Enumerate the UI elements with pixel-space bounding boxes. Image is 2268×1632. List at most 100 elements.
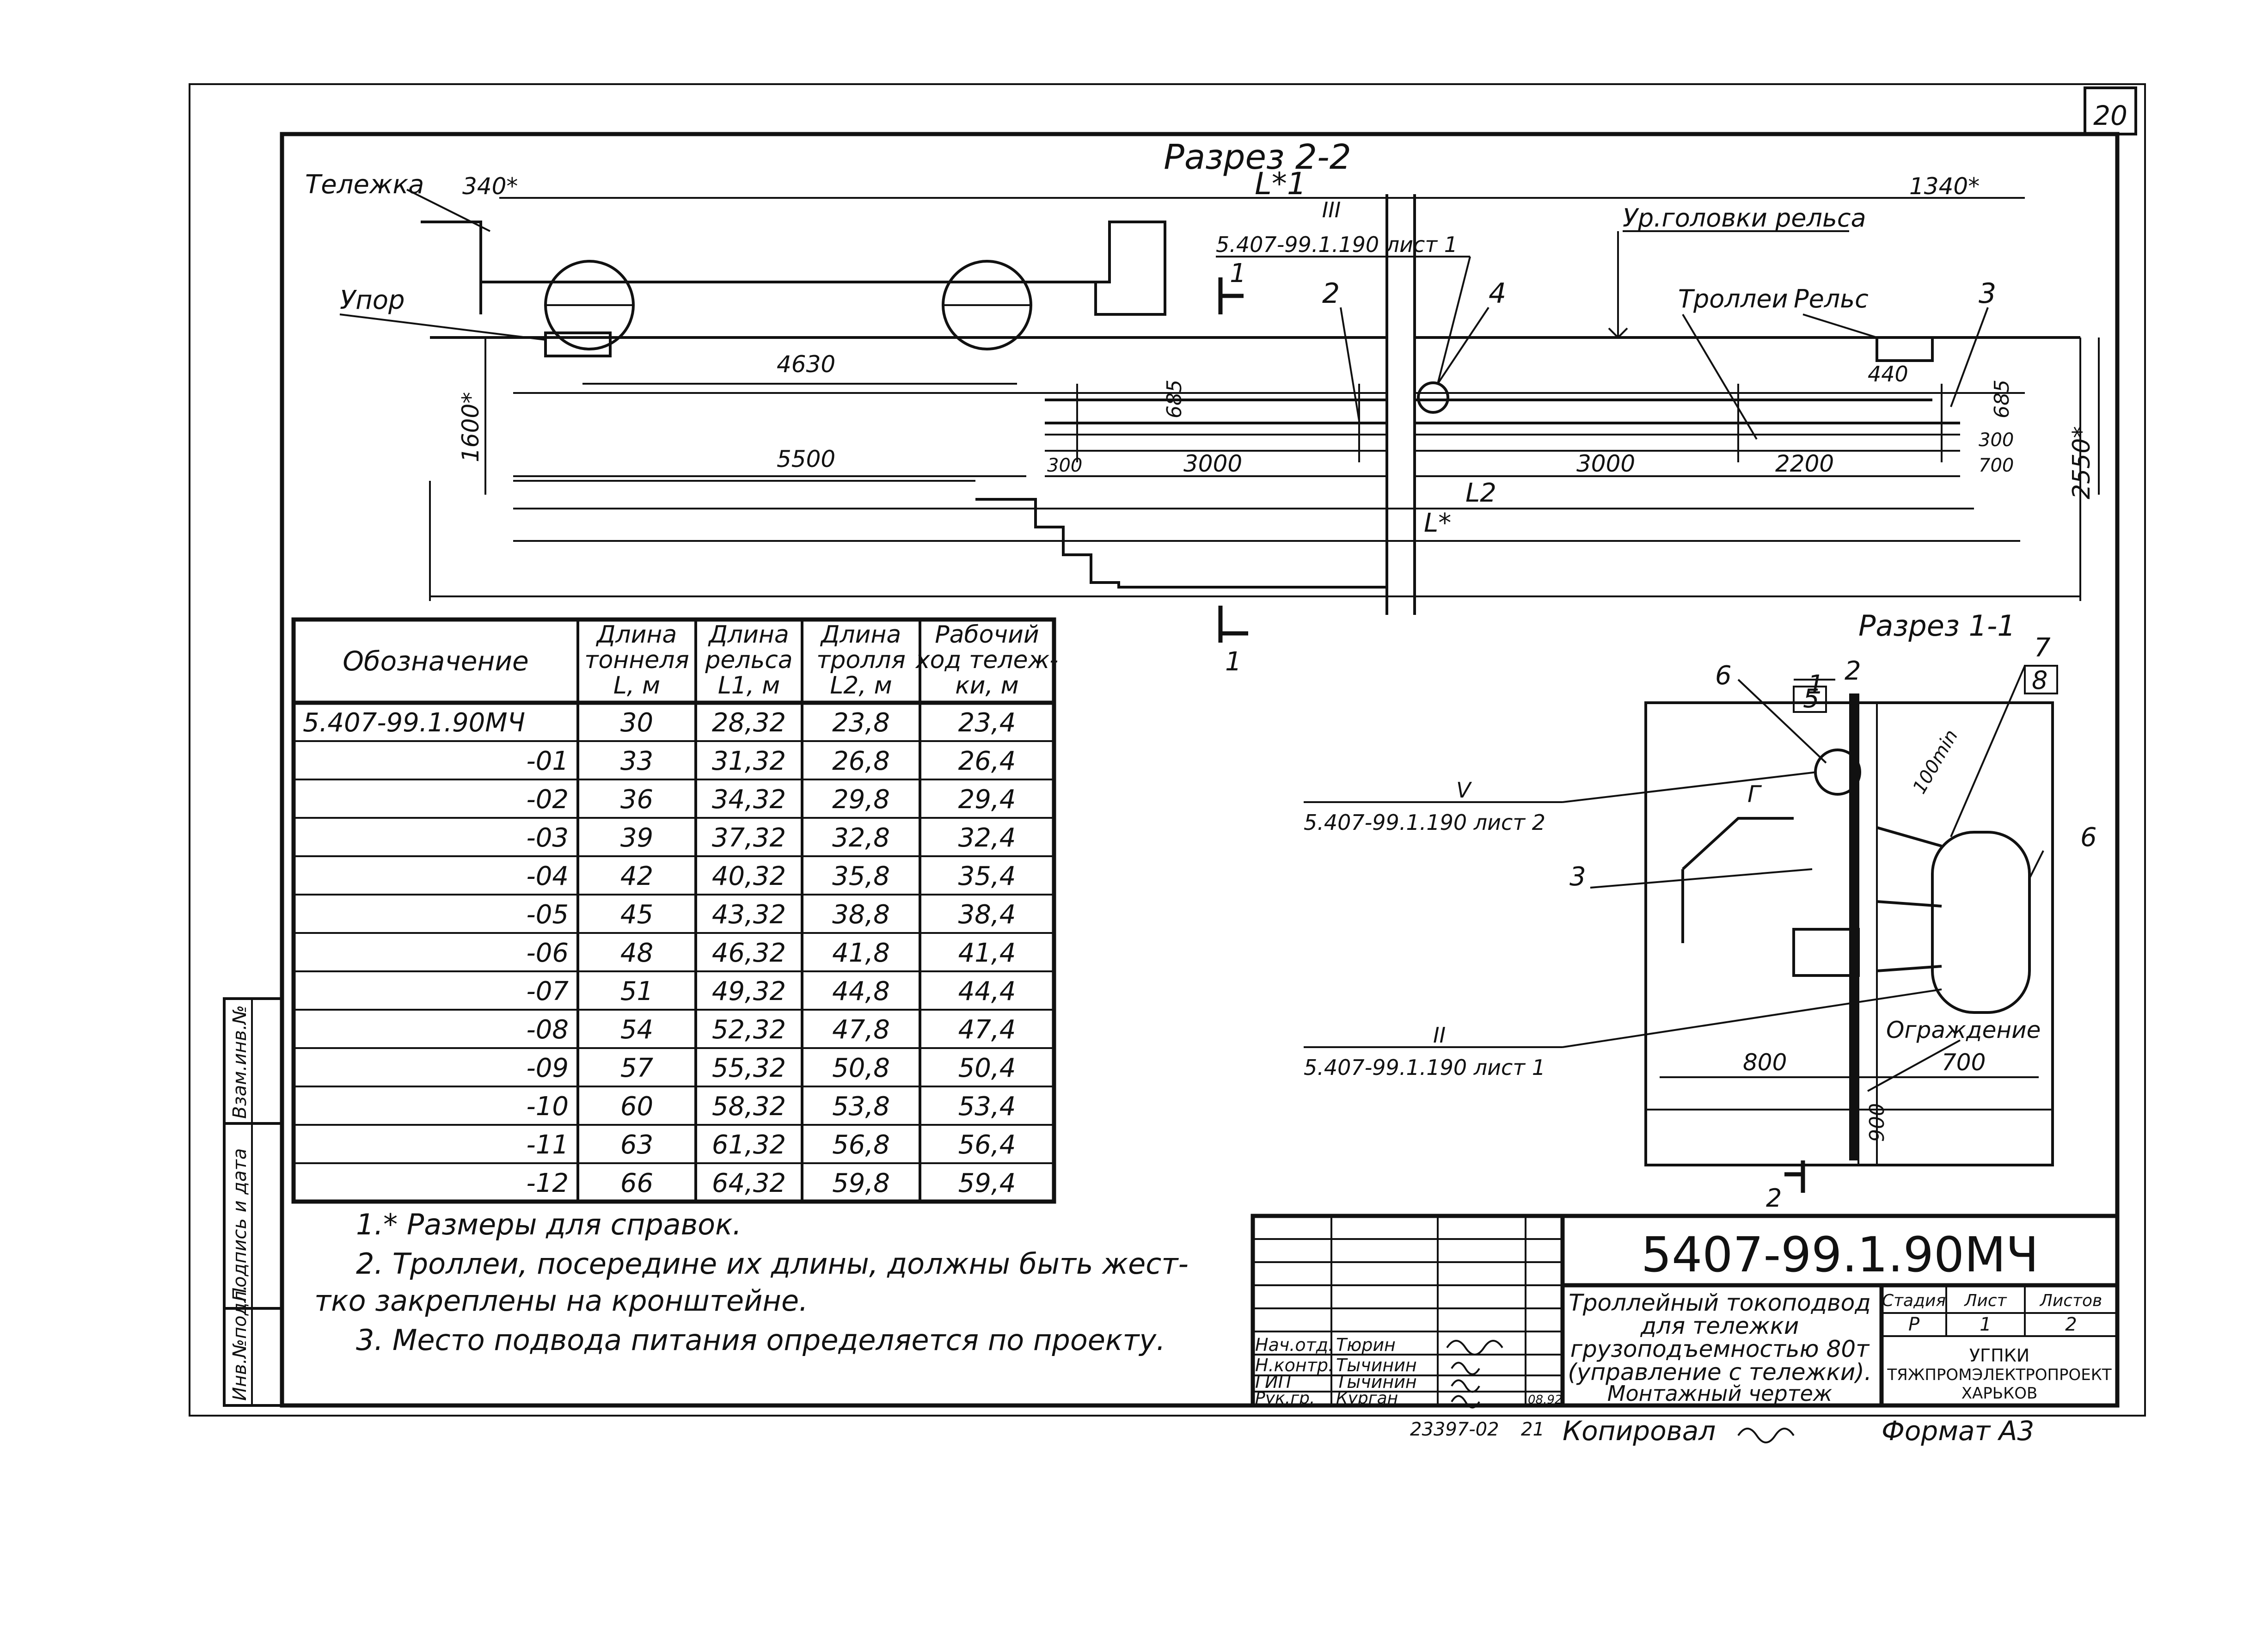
name-4: Курган xyxy=(1336,1389,1398,1408)
stamp-sign-label: Подпись и дата xyxy=(229,1148,251,1301)
table-cell: 32,8 xyxy=(832,823,890,853)
table-cell: 56,8 xyxy=(832,1130,890,1160)
table-cell: 32,4 xyxy=(958,823,1016,853)
cut-1-top: 1 xyxy=(1230,258,1246,288)
dim-300-right: 300 xyxy=(1979,429,2014,451)
table-cell: 35,4 xyxy=(958,861,1016,891)
table-cell: 47,4 xyxy=(958,1015,1016,1045)
table-cell: 23,4 xyxy=(958,708,1016,738)
mast-post xyxy=(1849,693,1859,1160)
fence-label: Ограждение xyxy=(1886,1017,2041,1043)
l2-label: L2 xyxy=(1465,478,1496,508)
role-1: Нач.отд. xyxy=(1255,1335,1334,1355)
l1-label: L*1 xyxy=(1255,166,1306,202)
power-feed-circle xyxy=(1417,381,1449,414)
rail-end-stop xyxy=(1876,336,1934,362)
table-cell: 41,8 xyxy=(832,938,890,968)
rail-level-label: Ур.головки рельса xyxy=(1623,203,1866,233)
signature-1 xyxy=(1446,1340,1503,1356)
ref-v-doc: 5.407-99.1.190 лист 2 xyxy=(1304,810,1545,835)
dim-300-left: 300 xyxy=(1047,455,1082,476)
feed-box xyxy=(1792,928,1860,977)
table-cell: 44,4 xyxy=(958,976,1016,1006)
table-cell: 55,32 xyxy=(712,1053,786,1083)
table-cell: 49,32 xyxy=(712,976,786,1006)
table-cell: 46,32 xyxy=(712,938,786,968)
title-line-4: (управление с тележки). xyxy=(1568,1359,1871,1386)
note-2: 2. Троллеи, посередине их длины, должны … xyxy=(356,1247,1189,1281)
table-cell: 29,4 xyxy=(958,785,1016,815)
role-2: Н.контр. xyxy=(1255,1355,1334,1375)
stop-label: Упор xyxy=(340,285,405,315)
table-cell: 5.407-99.1.90МЧ xyxy=(303,708,525,738)
table-cell: 33 xyxy=(620,746,653,776)
table-cell: 42 xyxy=(620,861,653,891)
note-2-cont: тко закреплены на кронштейне. xyxy=(314,1284,808,1318)
table-cell: 38,4 xyxy=(958,900,1016,930)
stair-profile xyxy=(975,498,1387,589)
title-block: 5407-99.1.90МЧ Троллейный токоподвод для… xyxy=(1250,1214,2120,1409)
section-1-title: Разрез 1-1 xyxy=(1858,609,2016,643)
role-3: ГИП xyxy=(1255,1372,1291,1392)
table-cell: 53,8 xyxy=(832,1092,890,1122)
callout-3: 3 xyxy=(1979,277,1996,310)
dim-685-left: 685 xyxy=(1163,380,1186,418)
copier-signature xyxy=(1737,1428,1795,1443)
table-cell: -10 xyxy=(527,1092,569,1122)
callout-2: 2 xyxy=(1322,277,1340,310)
stamp-inv-label: Инв.№подл. xyxy=(229,1285,251,1401)
table-cell: 30 xyxy=(620,708,653,738)
table-cell: 23,8 xyxy=(832,708,890,738)
table-cell: 39 xyxy=(620,823,653,853)
name-3: Тычинин xyxy=(1336,1372,1417,1392)
dim-340: 340* xyxy=(462,173,518,200)
sheets-header: Листов xyxy=(2039,1291,2102,1310)
sheet-number: 20 xyxy=(2093,100,2127,131)
table-cell: -12 xyxy=(527,1168,569,1198)
rail-label: Рельс xyxy=(1794,284,1869,313)
table-cell: -07 xyxy=(527,976,569,1006)
doc-code: 5407-99.1.90МЧ xyxy=(1641,1227,2039,1283)
dim-2200: 2200 xyxy=(1775,450,1834,477)
note-3: 3. Место подвода питания определяется по… xyxy=(356,1323,1165,1357)
table-cell: 56,4 xyxy=(958,1130,1016,1160)
table-cell: 63 xyxy=(620,1130,653,1160)
cut-1-bottom: 1 xyxy=(1225,647,1242,677)
dim-1600: 1600* xyxy=(457,392,484,462)
lstar-label: L* xyxy=(1424,508,1451,538)
table-cell: -09 xyxy=(527,1053,569,1083)
trolleys-label: Троллеи xyxy=(1678,284,1788,313)
table-cell: 31,32 xyxy=(712,746,786,776)
table-cell: 53,4 xyxy=(958,1092,1016,1122)
outer-frame xyxy=(189,83,2146,1417)
note-1: 1.* Размеры для справок. xyxy=(356,1208,742,1241)
table-cell: 38,8 xyxy=(832,900,890,930)
dim-1340: 1340* xyxy=(1909,173,1980,200)
table-cell: 66 xyxy=(620,1168,653,1198)
table-cell: -08 xyxy=(527,1015,569,1045)
title-line-5: Монтажный чертеж xyxy=(1607,1381,1833,1406)
ref-iii-num: III xyxy=(1322,197,1341,222)
sec1-callout-3: 3 xyxy=(1569,862,1586,892)
table-cell: 64,32 xyxy=(712,1168,786,1198)
table-cell: 51 xyxy=(620,976,653,1006)
signature-4 xyxy=(1451,1395,1480,1409)
table-cell: 34,32 xyxy=(712,785,786,815)
stamp-replace-label: Взам.инв.№ xyxy=(229,1005,251,1119)
dim-900: 900 xyxy=(1865,1103,1889,1142)
signature-2 xyxy=(1451,1362,1480,1375)
sheets-value: 2 xyxy=(2065,1314,2077,1335)
sec1-callout-7: 7 xyxy=(2034,633,2051,663)
org-line-1: УГПКИ xyxy=(1969,1345,2029,1366)
dim-2550: 2550* xyxy=(2068,426,2096,499)
dim-685-right: 685 xyxy=(1990,380,2014,418)
sheet-header: Лист xyxy=(1963,1291,2007,1310)
inner-frame xyxy=(280,132,2120,1408)
dim-4630: 4630 xyxy=(777,351,835,378)
sec1-callout-2: 2 xyxy=(1845,656,1861,686)
table-cell: -06 xyxy=(527,938,569,968)
dim-700-section1: 700 xyxy=(1942,1049,1986,1076)
cart-body xyxy=(421,221,1166,316)
